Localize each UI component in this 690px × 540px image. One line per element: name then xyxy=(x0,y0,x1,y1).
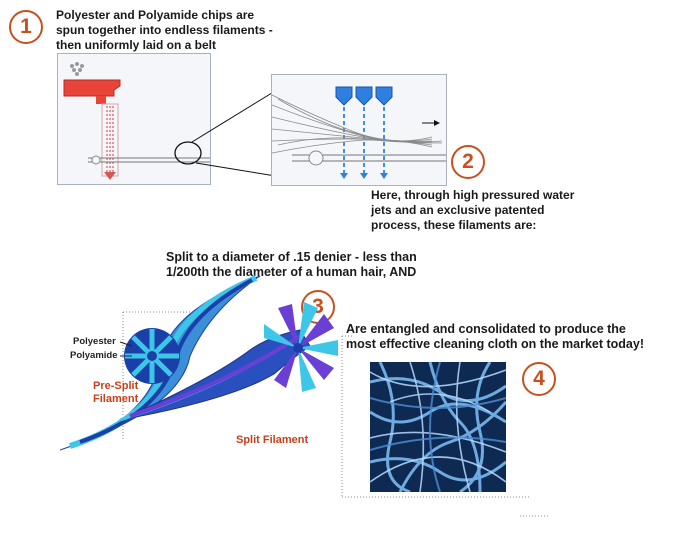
step-2-badge: 2 xyxy=(451,145,485,179)
step-3-caption: Split to a diameter of .15 denier - less… xyxy=(166,250,417,280)
pre-split-line-2: Filament xyxy=(93,393,139,405)
filament-illustration xyxy=(60,275,338,451)
waterjet-panel xyxy=(271,74,447,186)
step-3-line-2: 1/200th the diameter of a human hair, AN… xyxy=(166,265,417,279)
step-4-line-1: Are entangled and consolidated to produc… xyxy=(346,322,626,336)
water-arrowheads xyxy=(340,173,388,179)
split-filament-label: Split Filament xyxy=(236,434,309,446)
pre-split-line-1: Pre-Split xyxy=(93,380,139,392)
zoom-line-top xyxy=(191,87,281,143)
step-2-line-2: jets and an exclusive patented xyxy=(371,203,545,217)
step-4-line-2: most effective cleaning cloth on the mar… xyxy=(346,337,644,351)
extruder-illustration xyxy=(63,62,210,180)
step-4-badge: 4 xyxy=(522,362,556,396)
step-1-badge: 1 xyxy=(9,10,43,44)
fiber-web xyxy=(271,94,443,154)
extruder-panel xyxy=(57,53,211,185)
waterjet-illustration xyxy=(271,86,446,179)
water-jet-nozzles xyxy=(335,86,393,106)
pre-split-label: Pre-Split Filament xyxy=(93,380,138,406)
step-3-line-1: Split to a diameter of .15 denier - less… xyxy=(166,250,417,264)
polyester-pointer xyxy=(119,341,133,347)
step-1-line-3: then uniformly laid on a belt xyxy=(56,38,217,52)
split-fan xyxy=(264,302,338,392)
split-body xyxy=(119,329,311,421)
extruder-nozzle xyxy=(96,96,106,104)
step-2-caption: Here, through high pressured water jets … xyxy=(371,188,574,233)
step-2-line-3: process, these filaments are: xyxy=(371,218,537,232)
step-1-caption: Polyester and Polyamide chips are spun t… xyxy=(56,8,273,53)
direction-arrowhead xyxy=(434,120,440,126)
polymer-chips xyxy=(70,62,84,76)
microfiber-micrograph xyxy=(370,362,506,492)
spinneret-tip xyxy=(104,172,116,180)
extruder-barrel xyxy=(63,79,121,97)
polyester-label: Polyester xyxy=(73,336,116,347)
cross-section-disc xyxy=(124,328,180,384)
step-1-line-2: spun together into endless filaments - xyxy=(56,23,273,37)
polyamide-label: Polyamide xyxy=(70,350,118,361)
filament-strands xyxy=(106,106,114,172)
step-1-line-1: Polyester and Polyamide chips are xyxy=(56,8,255,22)
conveyor-roller xyxy=(308,150,324,166)
split-stripe-2 xyxy=(129,334,302,418)
step-2-line-1: Here, through high pressured water xyxy=(371,188,575,202)
belt-roller xyxy=(91,155,101,165)
step-4-caption: Are entangled and consolidated to produc… xyxy=(346,322,644,352)
zoom-circle xyxy=(174,141,202,165)
water-streams xyxy=(343,107,385,175)
